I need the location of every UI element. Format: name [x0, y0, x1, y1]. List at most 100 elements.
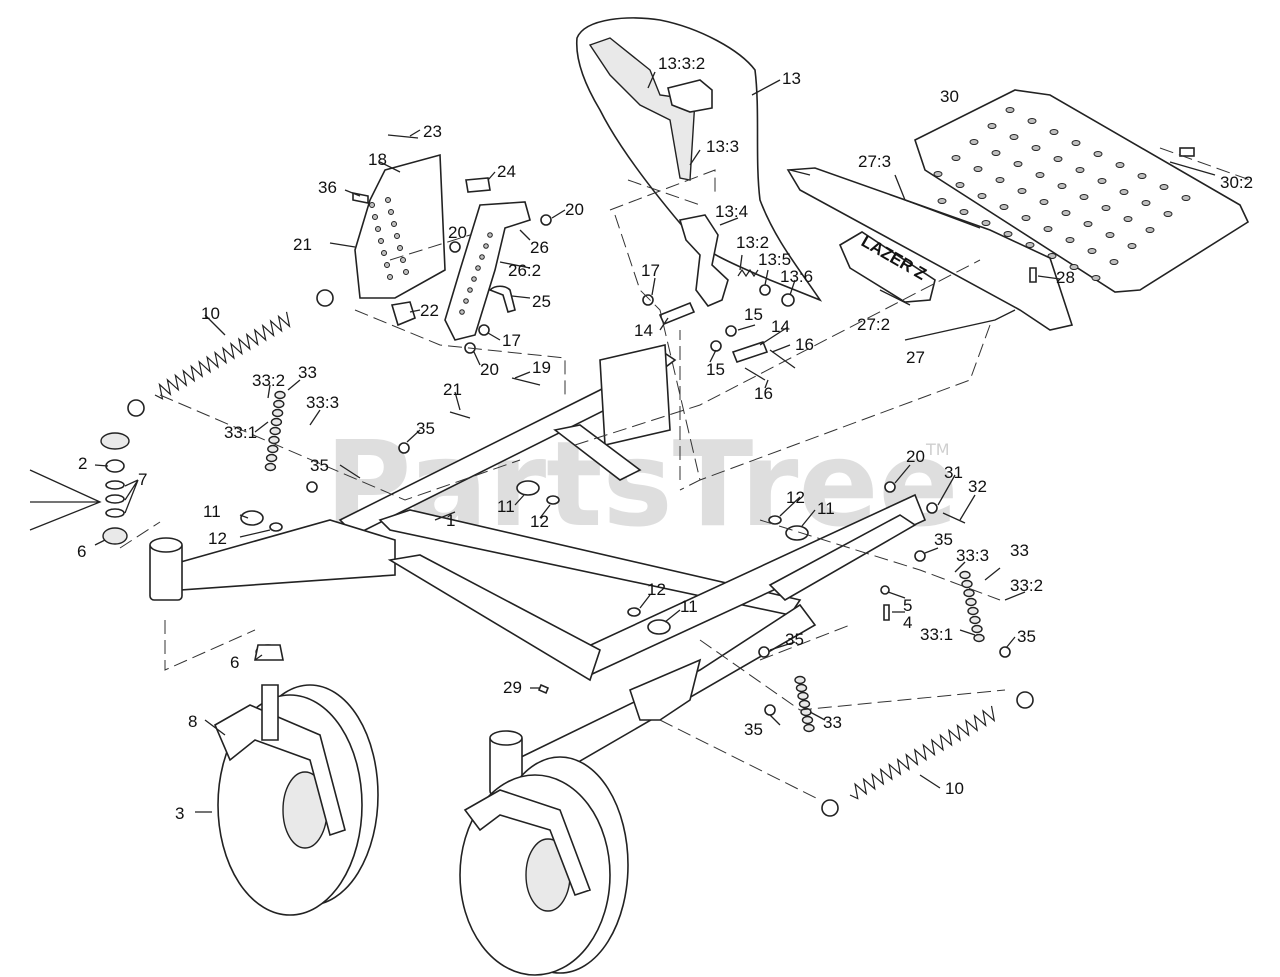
chain-link-33-left	[264, 390, 286, 472]
clip-12-a	[269, 522, 283, 532]
callout: 4	[903, 613, 912, 632]
plate-hole	[1079, 194, 1089, 200]
callout: 12	[208, 529, 227, 548]
bolt-4	[883, 604, 890, 621]
callout: 33:3	[956, 546, 989, 565]
nut-35-d	[999, 646, 1011, 658]
callout: 20	[906, 447, 925, 466]
callout: 23	[423, 122, 442, 141]
plate-hole	[1115, 162, 1125, 168]
spacer-24	[465, 177, 491, 193]
callout: 12	[786, 488, 805, 507]
plate-hole	[1061, 210, 1071, 216]
caster-tube-left-top	[149, 537, 183, 553]
plate-hole	[1075, 167, 1085, 173]
pivot-hole	[384, 262, 390, 268]
callout: 13	[782, 69, 801, 88]
callout: 35	[744, 720, 763, 739]
front-axle-tube-left	[168, 519, 396, 591]
callout: 22	[420, 301, 439, 320]
callout: 35	[785, 630, 804, 649]
callout: 27:3	[858, 152, 891, 171]
lever-hole	[479, 254, 485, 260]
plate-hole	[1137, 173, 1147, 179]
decal-36	[352, 192, 369, 204]
plate-hole	[1069, 264, 1079, 270]
callout: 10	[201, 304, 220, 323]
callout: 2	[78, 454, 87, 473]
callout: 13:6	[780, 267, 813, 286]
callout: 21	[293, 235, 312, 254]
callout: 11	[497, 497, 515, 516]
callout: 28	[1056, 268, 1075, 287]
pivot-hole	[403, 269, 409, 275]
caster-wheel-left-group	[213, 644, 379, 916]
lever-hole	[475, 265, 481, 271]
callout: 7	[138, 470, 147, 489]
callout: 14	[771, 317, 790, 336]
bearing-6	[102, 527, 128, 545]
callout: 13:3	[706, 137, 739, 156]
callout: 3	[175, 804, 184, 823]
frame-rail-right-upper	[768, 514, 917, 601]
washer-11-a	[240, 510, 264, 526]
plate-hole	[1123, 216, 1133, 222]
plate-hole	[1083, 221, 1093, 227]
plate-hole	[1093, 151, 1103, 157]
seat-washer-13-5	[759, 284, 771, 296]
plate-hole	[1071, 140, 1081, 146]
washer-31	[926, 502, 938, 514]
chain-link	[797, 691, 809, 701]
plate-hole	[981, 220, 991, 226]
hardware-group	[100, 134, 1037, 716]
leader-lines	[29, 71, 1216, 813]
callout: 13:5	[758, 250, 791, 269]
lever-hole	[459, 309, 465, 315]
seal-cap	[100, 432, 130, 450]
nut-2	[105, 459, 125, 473]
plate-hole	[937, 198, 947, 204]
plate-hole	[1087, 248, 1097, 254]
plate-hole	[1009, 134, 1019, 140]
callout: 33:2	[252, 371, 285, 390]
washer-11-c	[785, 525, 809, 541]
callout: 33:1	[224, 423, 257, 442]
plate-hole	[1159, 184, 1169, 190]
chain-link	[803, 723, 815, 733]
tie-rod-lower-10	[821, 691, 1034, 817]
washer-5	[880, 585, 890, 595]
front-pivot-bracket	[629, 658, 702, 721]
chain-link	[965, 597, 977, 607]
chain-link	[969, 615, 981, 625]
pivot-hole	[391, 221, 397, 227]
plate-hole	[1035, 172, 1045, 178]
decal-30-2	[1179, 147, 1195, 157]
callout: 20	[448, 223, 467, 242]
pivot-plate-18	[354, 153, 446, 299]
caster-fork-right-8	[463, 789, 592, 897]
washer-7-c	[105, 508, 125, 518]
nut-17-b	[642, 294, 654, 306]
lever-hole	[471, 276, 477, 282]
plate-hole	[1141, 200, 1151, 206]
callout: 11	[817, 499, 835, 518]
bolt-21-upper	[329, 242, 356, 248]
plate-hole	[1119, 189, 1129, 195]
clip-12-d	[627, 607, 641, 617]
link-plate-14-a	[658, 301, 696, 326]
plate-hole	[1039, 199, 1049, 205]
chain-link	[798, 699, 811, 709]
pivot-hole	[372, 214, 378, 220]
tie-rod-upper-10	[127, 289, 334, 417]
callout: 11	[203, 502, 221, 521]
seat-nut-13-6	[781, 293, 795, 307]
callout: 16	[754, 384, 773, 403]
chain-link-33-right	[959, 570, 985, 643]
lever-hole	[483, 243, 489, 249]
callout: 30	[940, 87, 959, 106]
watermark-tm: TM	[925, 440, 950, 459]
chain-link	[264, 462, 277, 472]
link-plate-14-b	[731, 341, 769, 363]
bushing-15-b	[710, 340, 722, 352]
callout: 20	[565, 200, 584, 219]
